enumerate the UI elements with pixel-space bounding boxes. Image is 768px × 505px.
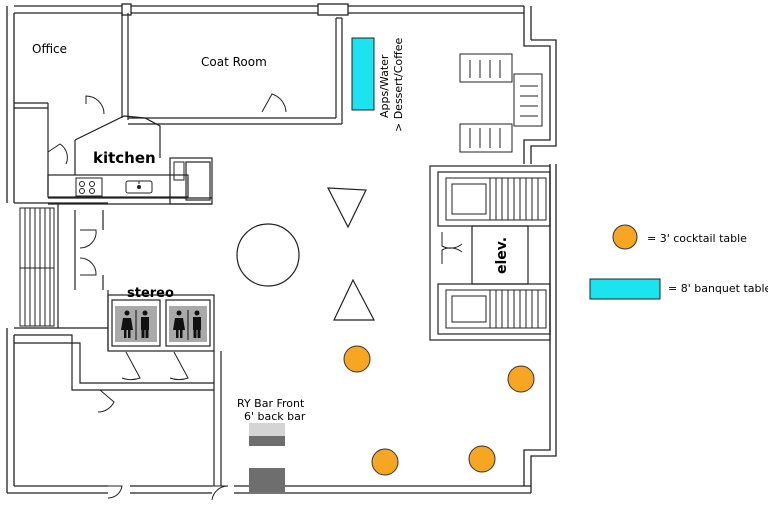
- cocktail-table: [507, 365, 535, 393]
- legend-banquet-label: = 8' banquet table: [668, 282, 768, 295]
- coat-room-label: Coat Room: [201, 55, 267, 69]
- interior-walls: [14, 13, 551, 486]
- legend: = 3' cocktail table = 8' banquet table: [589, 224, 768, 300]
- office-label: Office: [32, 42, 67, 56]
- sink-icon: [125, 180, 153, 194]
- stereo-label: stereo: [127, 286, 174, 301]
- cocktail-table: [468, 445, 496, 473]
- cocktail-table: [371, 448, 399, 476]
- left-stairs: [19, 207, 55, 327]
- right-upper-stairs: [445, 177, 547, 221]
- kitchen-label: kitchen: [93, 149, 156, 167]
- bar-label-line2: 6' back bar: [244, 410, 306, 423]
- legend-banquet-swatch: [589, 278, 661, 300]
- legend-cocktail-swatch: [612, 224, 638, 250]
- fridge-icon: [173, 161, 185, 181]
- cocktail-table: [343, 345, 371, 373]
- legend-cocktail-label: = 3' cocktail table: [647, 232, 747, 245]
- restroom-icon: [115, 306, 207, 342]
- bar-label-line1: RY Bar Front: [237, 397, 305, 410]
- bar-front-edge: [249, 436, 285, 446]
- cocktail-tables: [343, 345, 535, 476]
- elevator-label: elev.: [494, 237, 510, 274]
- back-bar: [249, 468, 285, 492]
- station-label-line1: Apps/Water: [378, 54, 391, 118]
- stove-icon: [75, 177, 103, 197]
- triangle-table: [326, 187, 367, 229]
- door-swings: [47, 93, 463, 501]
- station-label-line2: > Dessert/Coffee: [392, 38, 405, 132]
- banquet-table: [351, 37, 375, 111]
- right-lower-stairs: [445, 289, 547, 329]
- bar-front: [249, 423, 285, 436]
- lounge-seating: [459, 53, 543, 153]
- round-table: [236, 223, 300, 287]
- triangle-table: [333, 278, 375, 321]
